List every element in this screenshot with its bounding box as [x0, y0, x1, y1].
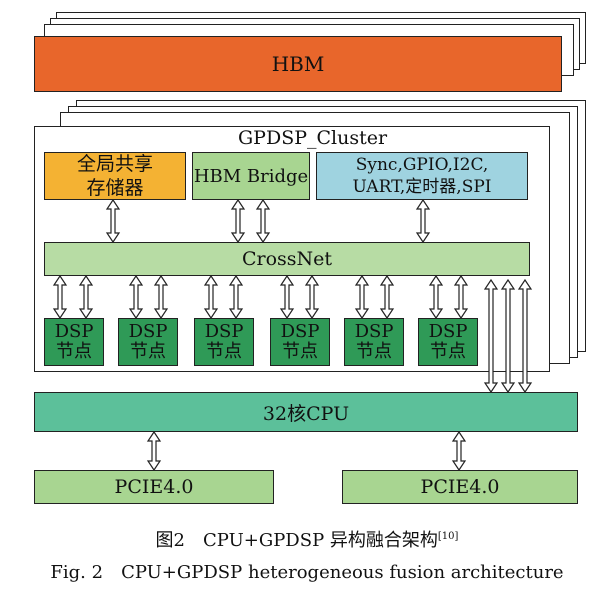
caption-english: Fig. 2 CPU+GPDSP heterogeneous fusion ar…: [50, 562, 564, 583]
bidirectional-arrow: [203, 274, 219, 320]
bidirectional-arrow: [228, 274, 244, 320]
dsp-node-line2: 节点: [430, 341, 466, 362]
dsp-node-line1: DSP: [428, 321, 468, 342]
cluster-title: GPDSP_Cluster: [234, 127, 392, 149]
dsp-node-line2: 节点: [356, 341, 392, 362]
dsp-node-line1: DSP: [280, 321, 320, 342]
bidirectional-arrow: [354, 274, 370, 320]
global-memory-line2: 存储器: [86, 177, 144, 199]
pcie-label: PCIE4.0: [114, 476, 194, 498]
dsp-node-line1: DSP: [54, 321, 94, 342]
hbm-block: HBM: [34, 36, 562, 92]
arrow-layer: [52, 198, 533, 472]
dsp-node: DSP 节点: [344, 318, 404, 366]
pcie-block: PCIE4.0: [342, 470, 578, 504]
crossnet-bar: CrossNet: [44, 242, 530, 276]
hbm-bridge: HBM Bridge: [192, 152, 310, 200]
bidirectional-arrow: [415, 198, 431, 244]
bidirectional-arrow: [230, 198, 246, 244]
dsp-node: DSP 节点: [194, 318, 254, 366]
bidirectional-arrow: [428, 274, 444, 320]
dsp-node-line2: 节点: [56, 341, 92, 362]
bidirectional-arrow: [451, 430, 467, 472]
crossnet-label: CrossNet: [241, 248, 333, 270]
pcie-label: PCIE4.0: [420, 476, 500, 498]
global-memory-line1: 全局共享: [76, 153, 153, 175]
dsp-node-line2: 节点: [130, 341, 166, 362]
bidirectional-arrow: [379, 274, 395, 320]
dsp-node: DSP 节点: [270, 318, 330, 366]
bidirectional-arrow: [128, 274, 144, 320]
hbm-label: HBM: [271, 52, 325, 76]
global-shared-memory: 全局共享 存储器: [44, 152, 186, 200]
bidirectional-arrow: [453, 274, 469, 320]
caption-chinese-text: 图2 CPU+GPDSP 异构融合架构: [155, 530, 438, 551]
hbm-bridge-label: HBM Bridge: [193, 165, 309, 187]
dsp-node-line1: DSP: [354, 321, 394, 342]
bidirectional-arrow: [255, 198, 271, 244]
caption-chinese: 图2 CPU+GPDSP 异构融合架构[10]: [0, 526, 614, 552]
dsp-node-line1: DSP: [204, 321, 244, 342]
dsp-node-line2: 节点: [206, 341, 242, 362]
bidirectional-arrow: [483, 278, 499, 394]
dsp-node: DSP 节点: [418, 318, 478, 366]
bidirectional-arrow: [105, 198, 121, 244]
dsp-node: DSP 节点: [118, 318, 178, 366]
bidirectional-arrow: [500, 278, 516, 394]
dsp-node-line2: 节点: [282, 341, 318, 362]
cpu-block: 32核CPU: [34, 392, 578, 432]
peripherals-line1: Sync,GPIO,I2C,: [355, 155, 489, 175]
bidirectional-arrow: [52, 274, 68, 320]
peripherals-block: Sync,GPIO,I2C, UART,定时器,SPI: [316, 152, 528, 200]
dsp-node: DSP 节点: [44, 318, 104, 366]
caption-reference: [10]: [437, 531, 459, 542]
cpu-label: 32核CPU: [262, 402, 350, 425]
dsp-node-line1: DSP: [128, 321, 168, 342]
bidirectional-arrow: [304, 274, 320, 320]
peripherals-line2: UART,定时器,SPI: [352, 177, 492, 197]
bidirectional-arrow: [146, 430, 162, 472]
bidirectional-arrow: [517, 278, 533, 394]
bidirectional-arrow: [153, 274, 169, 320]
bidirectional-arrow: [279, 274, 295, 320]
bidirectional-arrow: [78, 274, 94, 320]
